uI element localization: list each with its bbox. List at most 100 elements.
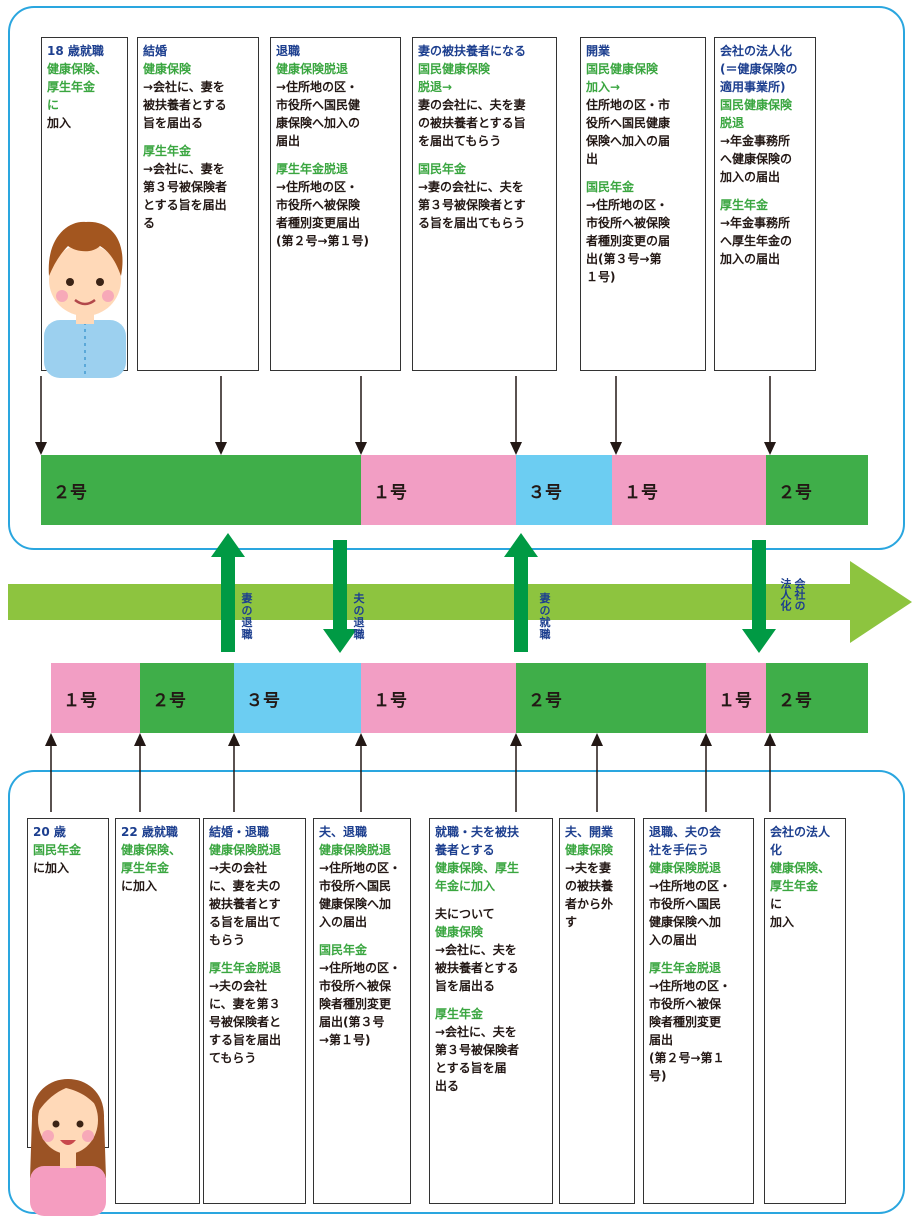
connector-arrow-head bbox=[355, 442, 367, 455]
card-insurance-label: 厚生年金 bbox=[143, 144, 192, 158]
card-insurance-label: 厚生年金 bbox=[720, 198, 769, 212]
card-note: 加入 bbox=[47, 116, 72, 130]
card-insurance-label: 厚生年金脱退 bbox=[209, 961, 282, 975]
wife-segment-go3: ３号 bbox=[234, 663, 361, 733]
card-title: 会社の法人化 (＝健康保険の 適用事業所) bbox=[720, 44, 798, 94]
card-note: →会社に、夫を 第３号被保険者 とする旨を届 出る bbox=[435, 1025, 520, 1093]
transition-arrow-up bbox=[504, 533, 538, 652]
card-note: 妻の会社に、夫を妻 の被扶養者とする旨 を届出てもらう bbox=[418, 98, 526, 148]
transition-label: 妻 の 就 職 bbox=[539, 592, 551, 641]
card-insurance-label: 厚生年金脱退 bbox=[276, 162, 349, 176]
card-note: に加入 bbox=[33, 861, 70, 875]
connector-arrow-head bbox=[510, 442, 522, 455]
transition-arrow-down bbox=[742, 540, 776, 653]
husband-avatar-icon bbox=[44, 221, 126, 378]
card-title: 結婚 bbox=[143, 44, 168, 58]
wife-segment-go1: １号 bbox=[361, 663, 516, 733]
husband-segment-go2: ２号 bbox=[766, 455, 868, 525]
card-note: 住所地の区・市 役所へ国民健康 保険へ加入の届 出 bbox=[586, 98, 671, 166]
card-note: →夫を妻 の被扶養 者から外 す bbox=[565, 861, 614, 929]
card-note: →夫の会社 に、妻を第３ 号被保険者と する旨を届出 てもらう bbox=[209, 979, 282, 1065]
wife-segment-go1: １号 bbox=[706, 663, 766, 733]
husband-event-card: 18 歳就職健康保険、 厚生年金 に加入 bbox=[41, 37, 128, 371]
card-insurance-label: 厚生年金 bbox=[435, 1007, 484, 1021]
card-note: →会社に、夫を 被扶養者とする 旨を届出る bbox=[435, 943, 519, 993]
connector-arrow-head bbox=[35, 442, 47, 455]
husband-segment-go1: １号 bbox=[612, 455, 766, 525]
card-note: →年金事務所 へ健康保険の 加入の届出 bbox=[720, 134, 793, 184]
card-insurance-label: 健康保険 bbox=[565, 843, 614, 857]
card-title: 18 歳就職 bbox=[47, 44, 104, 58]
card-insurance-label: 健康保険、 厚生年金 bbox=[770, 861, 831, 893]
card-note: →夫の会社 に、妻を夫の 被扶養者とす る旨を届出て もらう bbox=[209, 861, 282, 947]
card-title: 20 歳 bbox=[33, 825, 66, 839]
card-insurance-label: 健康保険脱退 bbox=[319, 843, 392, 857]
husband-event-card: 開業国民健康保険 加入→ 住所地の区・市 役所へ国民健康 保険へ加入の届 出国民年… bbox=[580, 37, 706, 371]
card-note: 夫について bbox=[435, 907, 495, 921]
connector-arrow-head bbox=[764, 442, 776, 455]
connector-arrow-head bbox=[510, 733, 522, 746]
transition-label: 妻 の 退 職 bbox=[241, 592, 253, 641]
husband-segment-go1: １号 bbox=[361, 455, 516, 525]
card-insurance-label: 健康保険脱退 bbox=[649, 861, 722, 875]
husband-segment-go3: ３号 bbox=[516, 455, 612, 525]
card-note: に 加入 bbox=[770, 897, 795, 929]
wife-segment-go2: ２号 bbox=[516, 663, 706, 733]
card-title: 22 歳就職 bbox=[121, 825, 178, 839]
card-title: 就職・夫を被扶 養者とする bbox=[435, 825, 520, 857]
card-insurance-label: 健康保険、 厚生年金 に bbox=[47, 62, 108, 112]
card-insurance-label: 健康保険脱退 bbox=[209, 843, 282, 857]
transition-label: 夫 の 退 職 bbox=[353, 592, 365, 641]
card-insurance-label: 健康保険脱退 bbox=[276, 62, 349, 76]
card-title: 退職、夫の会 社を手伝う bbox=[649, 825, 722, 857]
card-insurance-label: 国民年金 bbox=[33, 843, 82, 857]
card-title: 結婚・退職 bbox=[209, 825, 270, 839]
card-insurance-label: 国民年金 bbox=[586, 180, 635, 194]
time-band-shape bbox=[8, 561, 912, 643]
transition-label: 会社の法人化 bbox=[779, 578, 806, 611]
card-title: 開業 bbox=[586, 44, 611, 58]
card-note: →会社に、妻を 被扶養者とする 旨を届出る bbox=[143, 80, 227, 130]
card-note: →住所地の区・ 市役所へ国民健 康保険へ加入の 届出 bbox=[276, 80, 361, 148]
card-note: →住所地の区・ 市役所へ被保険 者種別変更届出 (第２号→第１号) bbox=[276, 180, 370, 248]
connector-arrow-head bbox=[134, 733, 146, 746]
card-note: →会社に、妻を 第３号被保険者 とする旨を届出 る bbox=[143, 162, 228, 230]
connector-arrow-head bbox=[45, 733, 57, 746]
wife-avatar-icon bbox=[30, 1079, 106, 1216]
card-insurance-label: 国民健康保険 加入→ bbox=[586, 62, 659, 94]
card-insurance-label: 健康保険 bbox=[435, 925, 484, 939]
card-title: 会社の法人化 bbox=[770, 825, 831, 857]
card-title: 妻の被扶養者になる bbox=[418, 44, 527, 58]
wife-event-card: 22 歳就職健康保険、 厚生年金に加入 bbox=[115, 818, 200, 1204]
card-insurance-label: 国民健康保険 脱退 bbox=[720, 98, 793, 130]
card-insurance-label: 国民健康保険 脱退→ bbox=[418, 62, 491, 94]
husband-event-card: 会社の法人化 (＝健康保険の 適用事業所) 国民健康保険 脱退 →年金事務所 へ健康… bbox=[714, 37, 816, 371]
connector-arrow-head bbox=[764, 733, 776, 746]
card-insurance-label: 国民年金 bbox=[418, 162, 467, 176]
connector-arrow-head bbox=[215, 442, 227, 455]
wife-event-card: 夫、開業健康保険→夫を妻 の被扶養 者から外 す bbox=[559, 818, 635, 1204]
connector-arrow-head bbox=[700, 733, 712, 746]
husband-event-card: 退職健康保険脱退→住所地の区・ 市役所へ国民健 康保険へ加入の 届出厚生年金脱退… bbox=[270, 37, 401, 371]
card-note: →住所地の区・ 市役所へ国民 健康保険へ加 入の届出 bbox=[649, 879, 732, 947]
husband-event-card: 結婚健康保険→会社に、妻を 被扶養者とする 旨を届出る厚生年金→会社に、妻を 第… bbox=[137, 37, 259, 371]
connector-arrow-head bbox=[610, 442, 622, 455]
card-note: →住所地の区・ 市役所へ被保 険者種別変更 届出 (第２号→第１ 号) bbox=[649, 979, 732, 1083]
wife-event-card: 結婚・退職健康保険脱退 →夫の会社 に、妻を夫の 被扶養者とす る旨を届出て もら… bbox=[203, 818, 306, 1204]
wife-event-card: 退職、夫の会 社を手伝う健康保険脱退 →住所地の区・ 市役所へ国民 健康保険へ加 … bbox=[643, 818, 754, 1204]
connector-arrow-head bbox=[228, 733, 240, 746]
connector-arrow-head bbox=[355, 733, 367, 746]
husband-event-card: 妻の被扶養者になる国民健康保険 脱退→ 妻の会社に、夫を妻 の被扶養者とする旨 を… bbox=[412, 37, 557, 371]
wife-event-card: 会社の法人化健康保険、 厚生年金に 加入 bbox=[764, 818, 846, 1204]
card-note: →年金事務所 へ厚生年金の 加入の届出 bbox=[720, 216, 793, 266]
wife-segment-go2: ２号 bbox=[766, 663, 868, 733]
card-insurance-label: 厚生年金脱退 bbox=[649, 961, 722, 975]
card-note: に加入 bbox=[121, 879, 158, 893]
connector-arrow-head bbox=[591, 733, 603, 746]
card-note: →住所地の区・ 市役所へ被保険 者種別変更の届 出(第３号→第 １号) bbox=[586, 198, 671, 284]
wife-event-card: 夫、退職健康保険脱退→住所地の区・ 市役所へ国民 健康保険へ加 入の届出国民年金… bbox=[313, 818, 411, 1204]
wife-segment-go1: １号 bbox=[51, 663, 140, 733]
card-note: →住所地の区・ 市役所へ国民 健康保険へ加 入の届出 bbox=[319, 861, 402, 929]
